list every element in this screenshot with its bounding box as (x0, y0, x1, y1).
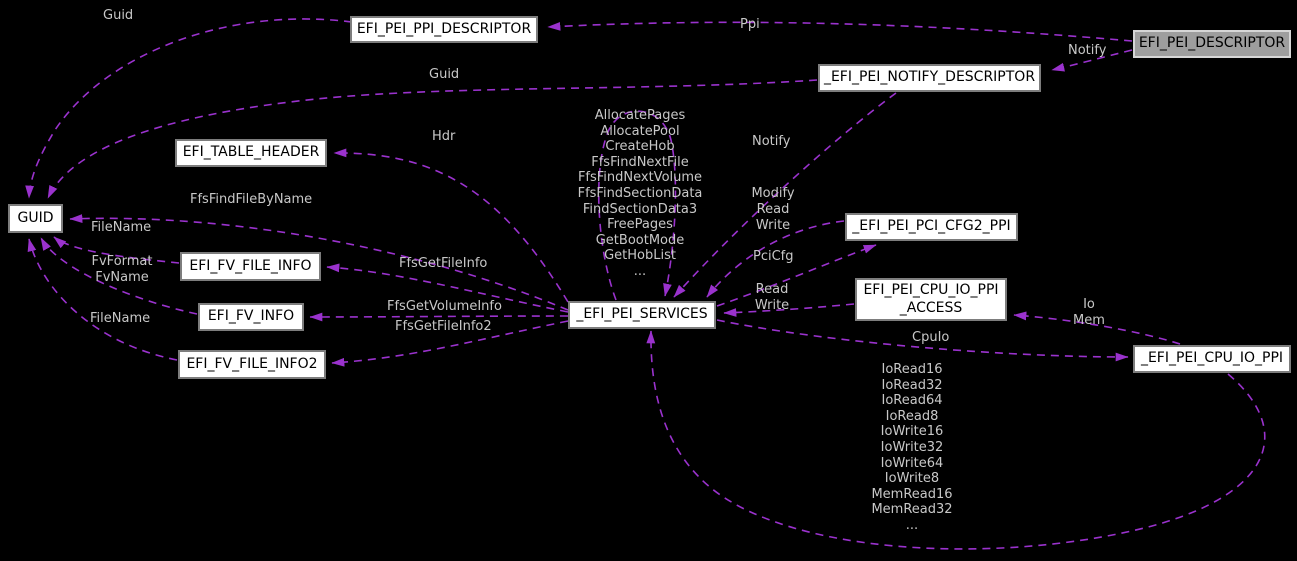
edge-services-to-pcicfg2 (716, 244, 877, 307)
edge-cpuioppi-to-access (1013, 311, 1181, 345)
node-guid[interactable]: GUID (8, 204, 63, 233)
edge-label-ffsfindfilebyname: FfsFindFileByName (190, 192, 313, 207)
edge-label-ffsgetfileinfo: FfsGetFileInfo (399, 256, 488, 271)
edge-label-cpu-io-self: IoRead16 IoRead32 IoRead64 IoRead8 IoWri… (871, 362, 953, 533)
edge-services-to-fvfileinfo2 (331, 320, 569, 367)
edge-ppi-to-guid (25, 18, 353, 199)
node-efi-pei-services[interactable]: _EFI_PEI_SERVICES (568, 301, 716, 329)
edge-services-to-guid (69, 214, 569, 311)
node-efi-pei-cpu-io-ppi[interactable]: _EFI_PEI_CPU_IO_PPI (1133, 345, 1291, 373)
edge-label-notify-right: Notify (1068, 43, 1107, 58)
edge-label-pcicfg: PciCfg (753, 249, 794, 264)
edge-services-to-fvinfo (309, 312, 569, 322)
edge-label-notify-mid: Notify (752, 134, 791, 149)
edge-label-ppi: Ppi (740, 17, 760, 32)
edge-cpuioppi-to-services (646, 330, 1266, 550)
node-efi-pei-descriptor[interactable]: EFI_PEI_DESCRIPTOR (1133, 30, 1291, 58)
edge-fvinfo-to-guid (40, 237, 198, 315)
edge-services-to-tableheader (333, 148, 569, 303)
edge-label-guid-mid: Guid (429, 67, 460, 82)
edge-label-fvformat-fvname: FvFormat FvName (91, 254, 153, 285)
node-efi-pei-ppi-descriptor[interactable]: EFI_PEI_PPI_DESCRIPTOR (350, 16, 538, 43)
node-efi-fv-file-info[interactable]: EFI_FV_FILE_INFO (180, 252, 321, 281)
edge-services-self-loop (597, 110, 677, 301)
edge-label-read-write: Read Write (754, 282, 790, 313)
edge-fvfileinfo2-to-guid (27, 238, 178, 361)
edge-label-services-self: AllocatePages AllocatePool CreateHob Ffs… (577, 108, 703, 279)
edge-label-guid-top: Guid (103, 8, 134, 23)
node-efi-pei-cpu-io-ppi-access[interactable]: EFI_PEI_CPU_IO_PPI _ACCESS (855, 278, 1007, 321)
edge-notify-to-services (673, 92, 897, 298)
edge-label-hdr: Hdr (432, 129, 456, 144)
node-efi-pei-notify-descriptor[interactable]: _EFI_PEI_NOTIFY_DESCRIPTOR (818, 64, 1041, 92)
node-efi-table-header[interactable]: EFI_TABLE_HEADER (175, 139, 327, 167)
edge-label-io-mem: Io Mem (1073, 297, 1105, 328)
node-efi-pei-pci-cfg2-ppi[interactable]: _EFI_PEI_PCI_CFG2_PPI (845, 213, 1018, 241)
edge-pcicfg2-to-services (706, 220, 845, 298)
edge-label-modify-read-write: Modify Read Write (751, 186, 795, 233)
edge-label-ffsgetvolumeinfo: FfsGetVolumeInfo (387, 299, 502, 314)
edge-cpuioaccess-to-services (723, 303, 855, 317)
edge-services-to-fvfileinfo (326, 263, 569, 313)
edge-services-to-cpuioppi (716, 319, 1129, 362)
edge-label-ffsgetfileinfo2: FfsGetFileInfo2 (395, 319, 492, 334)
node-efi-fv-info[interactable]: EFI_FV_INFO (198, 303, 304, 331)
edge-label-filename-lower: FileName (90, 311, 151, 326)
edge-fvfileinfo-to-guid (53, 236, 180, 264)
edge-label-cpuio: CpuIo (912, 330, 950, 345)
edge-desc-to-ppi (547, 21, 1133, 42)
edge-label-filename-upper: FileName (91, 220, 152, 235)
edge-desc-to-notify (1051, 49, 1133, 72)
node-efi-fv-file-info2[interactable]: EFI_FV_FILE_INFO2 (178, 350, 326, 379)
